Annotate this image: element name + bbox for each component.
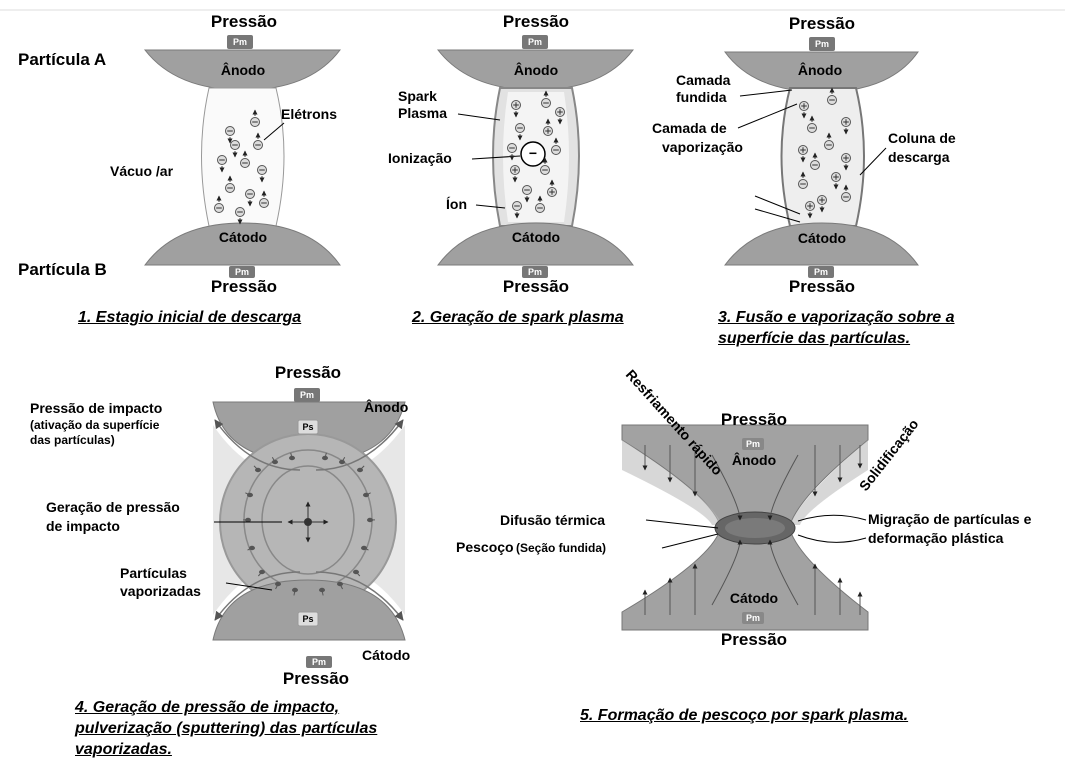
impact-generation-label-2: de impacto xyxy=(46,518,120,534)
pm-badge: Pm xyxy=(809,37,835,51)
impact-pressure-label: Pressão de impacto xyxy=(30,400,162,416)
ionization-label: Ionização xyxy=(388,150,452,166)
particle-a-label: Partícula A xyxy=(18,50,106,69)
migration-leader-2 xyxy=(798,535,866,542)
thermal-diffusion-label: Difusão térmica xyxy=(500,512,605,528)
panel-2: Pressão Pm Ânodo Cátodo Pm Pressão Spark… xyxy=(388,12,633,296)
gap-column xyxy=(202,88,285,226)
panel-4: Pressão Pm Ps Ps Pressão d xyxy=(30,363,410,688)
migration-label-2: deformação plástica xyxy=(868,530,1004,546)
ps-badge-top: Ps xyxy=(298,420,318,434)
caption-panel-3-line-1: 3. Fusão e vaporização sobre a xyxy=(718,309,955,326)
molten-layer-leader xyxy=(740,90,792,96)
svg-text:Pm: Pm xyxy=(235,267,249,277)
cathode-label: Cátodo xyxy=(362,647,410,663)
svg-text:Pm: Pm xyxy=(746,439,760,449)
anode-label: Ânodo xyxy=(798,61,842,78)
pm-badge-bottom: Pm xyxy=(742,612,764,624)
pm-badge-bottom: Pm xyxy=(306,656,332,668)
pressure-label-top: Pressão xyxy=(789,14,855,33)
anode-label: Ânodo xyxy=(221,61,265,78)
discharge-column xyxy=(782,88,865,226)
caption-panel-4-line-2: pulverização (sputtering) das partículas xyxy=(75,720,377,737)
anode-label: Ânodo xyxy=(514,61,558,78)
electrons-label: Elétrons xyxy=(281,106,337,122)
svg-text:Pm: Pm xyxy=(528,267,542,277)
vaporized-label-2: vaporizadas xyxy=(120,583,201,599)
migration-label-1: Migração de partículas e xyxy=(868,511,1032,527)
pressure-label-bottom: Pressão xyxy=(789,277,855,296)
neck-leader xyxy=(662,534,718,548)
cathode-label: Cátodo xyxy=(798,230,846,246)
pm-badge: Pm xyxy=(742,438,764,450)
caption-panel-4-line-3: vaporizadas. xyxy=(75,741,172,758)
cathode-label: Cátodo xyxy=(730,590,778,606)
pm-badge: Pm xyxy=(227,35,253,49)
panel-1: Pressão Pm Ânodo Cátodo Pm Pressão Partí… xyxy=(18,12,340,296)
pressure-label-bottom: Pressão xyxy=(721,630,787,649)
pressure-label-bottom: Pressão xyxy=(283,669,349,688)
discharge-column-label-2: descarga xyxy=(888,149,950,165)
molten-section-label: (Seção fundida) xyxy=(516,541,606,555)
anode-label: Ânodo xyxy=(364,398,408,415)
caption-panel-3: 3. Fusão e vaporização sobre a superfíci… xyxy=(718,307,955,349)
vapor-layer-label-2: vaporização xyxy=(662,139,743,155)
svg-text:Pm: Pm xyxy=(814,267,828,277)
pressure-label-top: Pressão xyxy=(721,410,787,429)
pressure-label-top: Pressão xyxy=(503,12,569,31)
plasma-label: Plasma xyxy=(398,105,447,121)
vapor-layer-label-1: Camada de xyxy=(652,120,727,136)
impact-generation-label-1: Geração de pressão xyxy=(46,499,180,515)
svg-text:Pm: Pm xyxy=(233,37,247,47)
svg-text:Pm: Pm xyxy=(312,657,326,667)
panel-5: Pressão Pm Ânodo Cátodo Pm Pressão Resfr… xyxy=(456,366,1032,649)
molten-layer-label-1: Camada xyxy=(676,72,731,88)
svg-text:Pm: Pm xyxy=(746,613,760,623)
activation-label-1: (ativação da superfície xyxy=(30,418,160,432)
caption-panel-2: 2. Geração de spark plasma xyxy=(412,307,624,328)
caption-panel-4: 4. Geração de pressão de impacto, pulver… xyxy=(75,697,377,760)
vaporized-label-1: Partículas xyxy=(120,565,187,581)
pressure-label-top: Pressão xyxy=(211,12,277,31)
spark-leader xyxy=(458,114,500,120)
pressure-label-bottom: Pressão xyxy=(503,277,569,296)
caption-panel-4-line-1: 4. Geração de pressão de impacto, xyxy=(75,699,339,716)
cathode-label: Cátodo xyxy=(512,229,560,245)
caption-panel-5: 5. Formação de pescoço por spark plasma. xyxy=(580,705,908,726)
vacuum-label: Vácuo /ar xyxy=(110,163,174,179)
migration-leader-1 xyxy=(798,515,866,521)
caption-panel-3-line-2: superfície das partículas. xyxy=(718,330,910,347)
svg-text:Ps: Ps xyxy=(302,422,313,432)
particle-b-label: Partícula B xyxy=(18,260,107,279)
ps-badge-bottom: Ps xyxy=(298,612,318,626)
neck-label: Pescoço xyxy=(456,539,514,555)
svg-text:Pm: Pm xyxy=(528,37,542,47)
svg-text:Pm: Pm xyxy=(300,390,314,400)
activation-label-2: das partículas) xyxy=(30,433,115,447)
panel-3: Pressão Pm Ânodo Cátodo Pm Pressão Camad… xyxy=(652,14,956,296)
cathode-label: Cátodo xyxy=(219,229,267,245)
molten-layer-label-2: fundida xyxy=(676,89,727,105)
svg-text:Pm: Pm xyxy=(815,39,829,49)
spark-label: Spark xyxy=(398,88,437,104)
caption-panel-1: 1. Estagio inicial de descarga xyxy=(78,307,301,328)
thermal-diffusion-leader xyxy=(646,520,718,528)
cathode-electrode xyxy=(213,580,405,640)
pm-badge: Pm xyxy=(294,388,320,402)
pressure-label-top: Pressão xyxy=(275,363,341,382)
pm-badge: Pm xyxy=(522,35,548,49)
svg-text:−: − xyxy=(529,145,537,161)
discharge-column-label-1: Coluna de xyxy=(888,130,956,146)
svg-text:Ps: Ps xyxy=(302,614,313,624)
pressure-label-bottom: Pressão xyxy=(211,277,277,296)
ion-label: Íon xyxy=(446,196,467,212)
anode-label: Ânodo xyxy=(732,451,776,468)
